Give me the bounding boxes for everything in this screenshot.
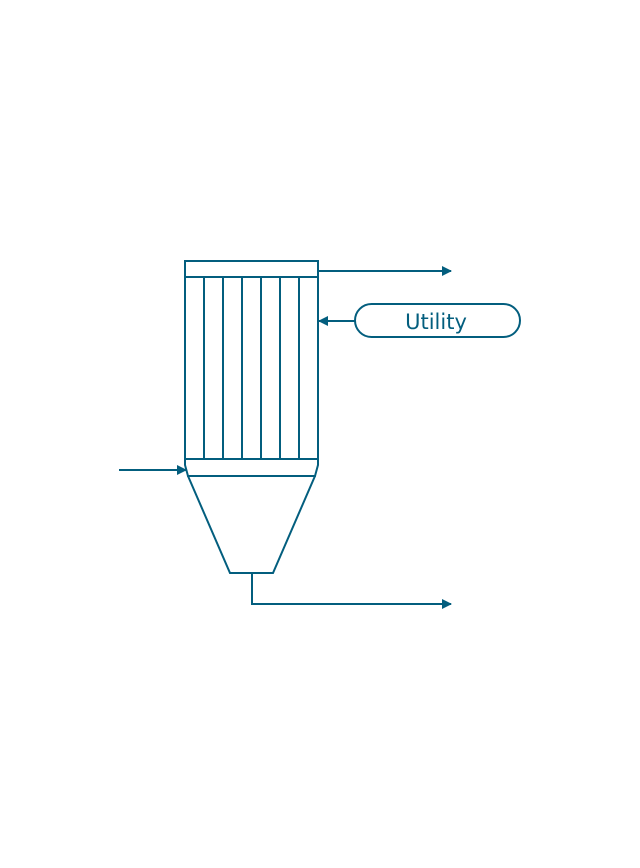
conical-hopper [187, 475, 316, 574]
tube-group [203, 277, 300, 459]
top-header-plate [184, 260, 319, 278]
bottom-header-plate [184, 458, 319, 477]
utility-pill [354, 303, 521, 338]
bottom-outlet-line [251, 573, 452, 609]
utility-label: Utility [405, 310, 467, 334]
